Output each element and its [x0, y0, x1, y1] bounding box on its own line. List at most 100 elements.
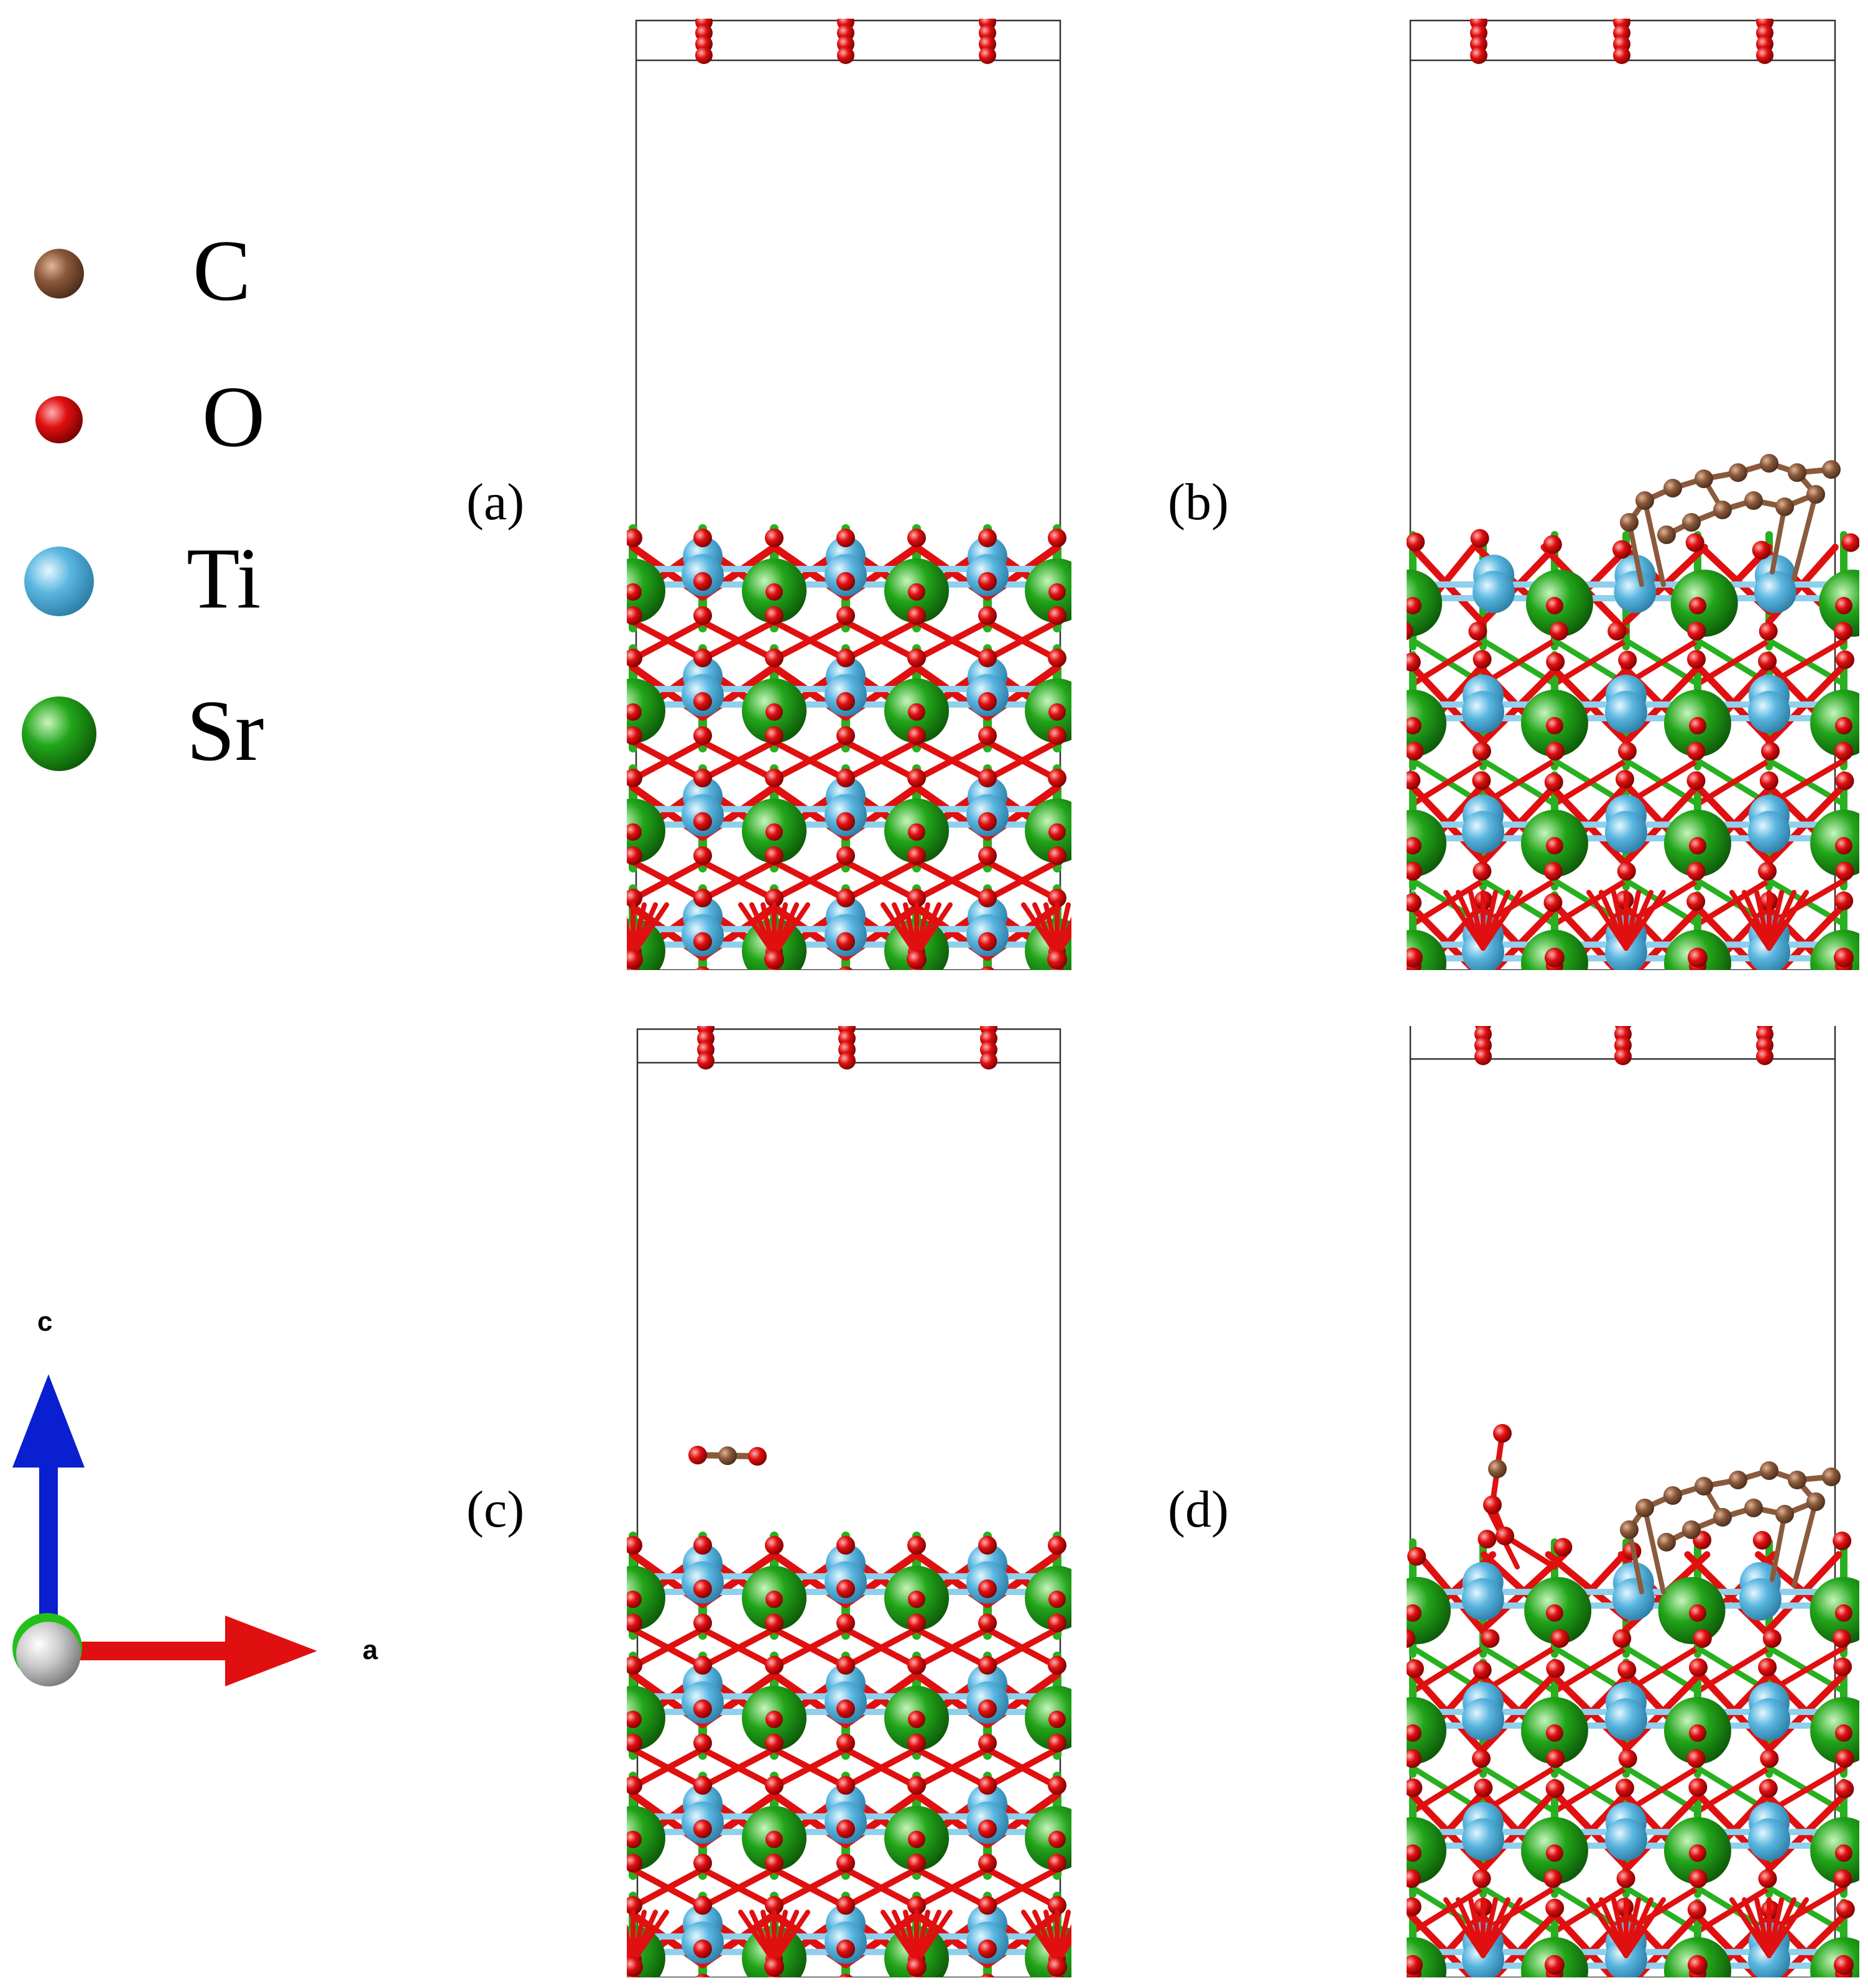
oxygen-atom [1686, 1749, 1706, 1768]
panel-c-structure [627, 1026, 1071, 1977]
oxygen-atom [1615, 1778, 1634, 1798]
strontium-atom [1810, 690, 1859, 757]
oxygen-atom [1407, 837, 1422, 855]
oxygen-atom [1407, 1869, 1421, 1889]
strontium-atom [1810, 1817, 1859, 1885]
oxygen-atom [1048, 1614, 1066, 1632]
oxygen-atom [1614, 1048, 1632, 1065]
bond [1769, 1001, 1844, 1044]
oxygen-atom [1689, 597, 1706, 614]
oxygen-atom [978, 1819, 997, 1839]
oxygen-atom [1689, 1724, 1706, 1742]
strontium-atom [1810, 810, 1859, 877]
bond [771, 739, 849, 783]
bond [913, 859, 991, 903]
oxygen-atom [1546, 717, 1563, 735]
oxygen-atom [908, 823, 925, 841]
oxygen-atom [836, 1819, 855, 1839]
oxygen-atom [1613, 47, 1630, 64]
bond [987, 982, 1057, 1019]
oxygen-atom [978, 1614, 997, 1632]
oxygen-atom [978, 769, 997, 788]
oxygen-atom [907, 726, 926, 746]
carbon-atom [1822, 1468, 1841, 1486]
bond [984, 619, 1060, 662]
carbon-atom [1620, 1520, 1639, 1539]
oxygen-atom [1473, 862, 1492, 881]
oxygen-atom [627, 769, 642, 788]
oxygen-atom [1048, 769, 1066, 788]
oxygen-atom [1407, 652, 1421, 672]
bond [843, 739, 920, 783]
legend-ti-sphere [24, 547, 94, 616]
bond [913, 739, 991, 783]
oxygen-atom [1615, 770, 1634, 789]
oxygen-atom [1472, 1869, 1491, 1889]
bond [633, 982, 703, 1019]
bond [1624, 890, 1666, 951]
strontium-atom [1810, 1697, 1859, 1765]
oxygen-atom [1756, 1048, 1773, 1065]
oxygen-atom [765, 889, 784, 908]
oxygen-atom [1689, 717, 1706, 735]
oxygen-atom [836, 1579, 855, 1598]
bond [843, 619, 920, 662]
bond [1767, 1897, 1809, 1958]
bond [913, 1626, 991, 1670]
oxygen-atom [627, 1591, 642, 1608]
oxygen-atom [1048, 1591, 1066, 1608]
titanium-atom [1461, 1578, 1504, 1620]
legend-c-sphere [34, 249, 84, 298]
oxygen-atom [1473, 1660, 1492, 1680]
bond [913, 619, 991, 662]
oxygen-atom [1752, 540, 1771, 560]
oxygen-atom [695, 47, 713, 64]
oxygen-atom [1544, 772, 1563, 792]
bond [630, 739, 706, 783]
titanium-atom [1462, 691, 1504, 734]
oxygen-atom [1546, 1749, 1565, 1768]
oxygen-atom [1048, 1656, 1066, 1675]
carbon-atom [1695, 1477, 1713, 1496]
oxygen-atom [693, 769, 712, 788]
oxygen-atom [978, 606, 997, 625]
oxygen-atom [1048, 1896, 1066, 1915]
legend-o-sphere [35, 396, 83, 443]
bond [984, 739, 1060, 783]
bond [1551, 637, 1629, 687]
bond [700, 1626, 777, 1670]
oxygen-atom [1688, 1778, 1708, 1797]
oxygen-atom [1048, 1734, 1066, 1753]
carbon-atom [1682, 1520, 1701, 1539]
oxygen-atom [1616, 982, 1635, 1001]
carbon-atom [718, 1446, 737, 1465]
oxygen-atom [693, 572, 712, 591]
bond [1481, 890, 1523, 951]
oxygen-atom [1686, 892, 1706, 911]
titanium-atom [1473, 571, 1515, 613]
oxygen-atom [764, 950, 784, 969]
bond [700, 1866, 777, 1910]
bond [917, 982, 987, 1019]
bond [1551, 757, 1629, 807]
oxygen-atom [1048, 583, 1066, 601]
titanium-atom [1748, 691, 1790, 734]
carbon-atom [1775, 497, 1794, 516]
oxygen-atom [1470, 47, 1487, 64]
oxygen-atom [907, 1656, 926, 1675]
oxygen-atom [1407, 1659, 1424, 1678]
oxygen-atom [1689, 837, 1706, 855]
bond [703, 982, 774, 1019]
oxygen-atom [693, 606, 712, 625]
oxygen-atom [907, 606, 926, 625]
oxygen-atom [1407, 717, 1422, 735]
oxygen-atom [1758, 1658, 1777, 1677]
oxygen-atom [1835, 862, 1854, 881]
titanium-atom [1462, 1818, 1504, 1861]
oxygen-atom [1493, 1424, 1512, 1443]
bond [1055, 928, 1071, 957]
bond [917, 982, 987, 1019]
oxygen-atom [1833, 982, 1852, 1001]
bond [1502, 1533, 1558, 1570]
